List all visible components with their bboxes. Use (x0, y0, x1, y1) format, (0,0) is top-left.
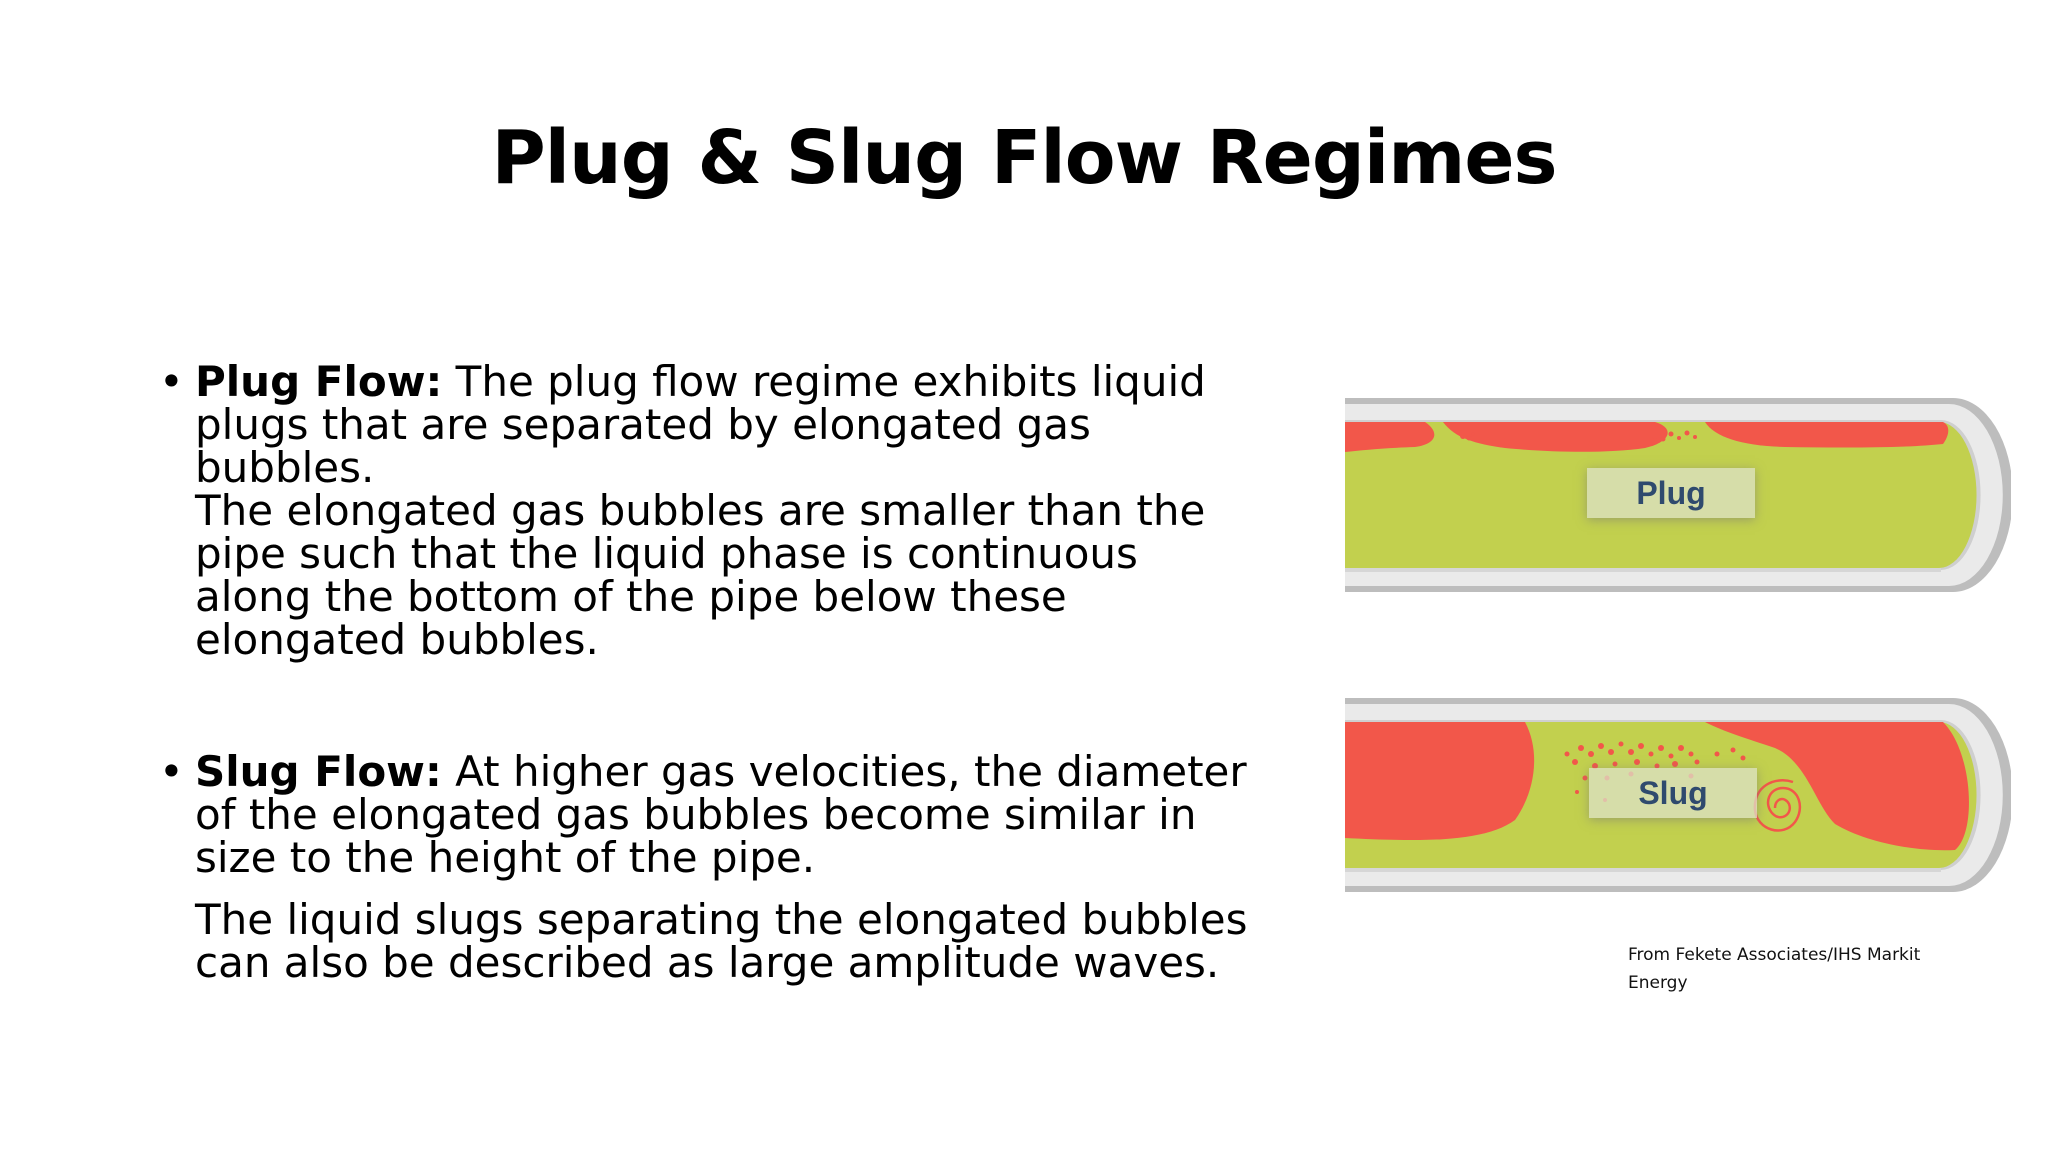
image-source-caption: From Fekete Associates/IHS Markit Energy (1628, 945, 1921, 993)
bullet-plug-flow: • Plug Flow: The plug flow regime exhibi… (155, 360, 1215, 661)
bullet-list: • Plug Flow: The plug flow regime exhibi… (155, 360, 1248, 984)
bullet-paragraph-2: The elongated gas bubbles are smaller th… (195, 486, 1206, 664)
bullet-paragraph: Plug Flow: The plug flow regime exhibits… (195, 360, 1215, 489)
slug-label: Slug (1589, 768, 1757, 818)
bullet-text: At higher gas velocities, the diameter o… (195, 747, 1247, 882)
bullet-marker: • (159, 747, 184, 796)
bullet-lead: Plug Flow: (195, 357, 443, 406)
slug-flow-figure: Slug (1345, 692, 2011, 904)
bullet-text: The plug flow regime exhibits liquid plu… (195, 357, 1206, 492)
bullet-marker: • (159, 357, 184, 406)
bullet-paragraph-2: The liquid slugs separating the elongate… (195, 895, 1248, 987)
slide-title: Plug & Slug Flow Regimes (491, 115, 1557, 201)
bullet-paragraph: Slug Flow: At higher gas velocities, the… (195, 750, 1255, 879)
plug-label: Plug (1587, 468, 1755, 518)
bullet-lead: Slug Flow: (195, 747, 442, 796)
plug-flow-figure: Plug (1345, 392, 2011, 604)
bullet-slug-flow: • Slug Flow: At higher gas velocities, t… (155, 750, 1255, 984)
